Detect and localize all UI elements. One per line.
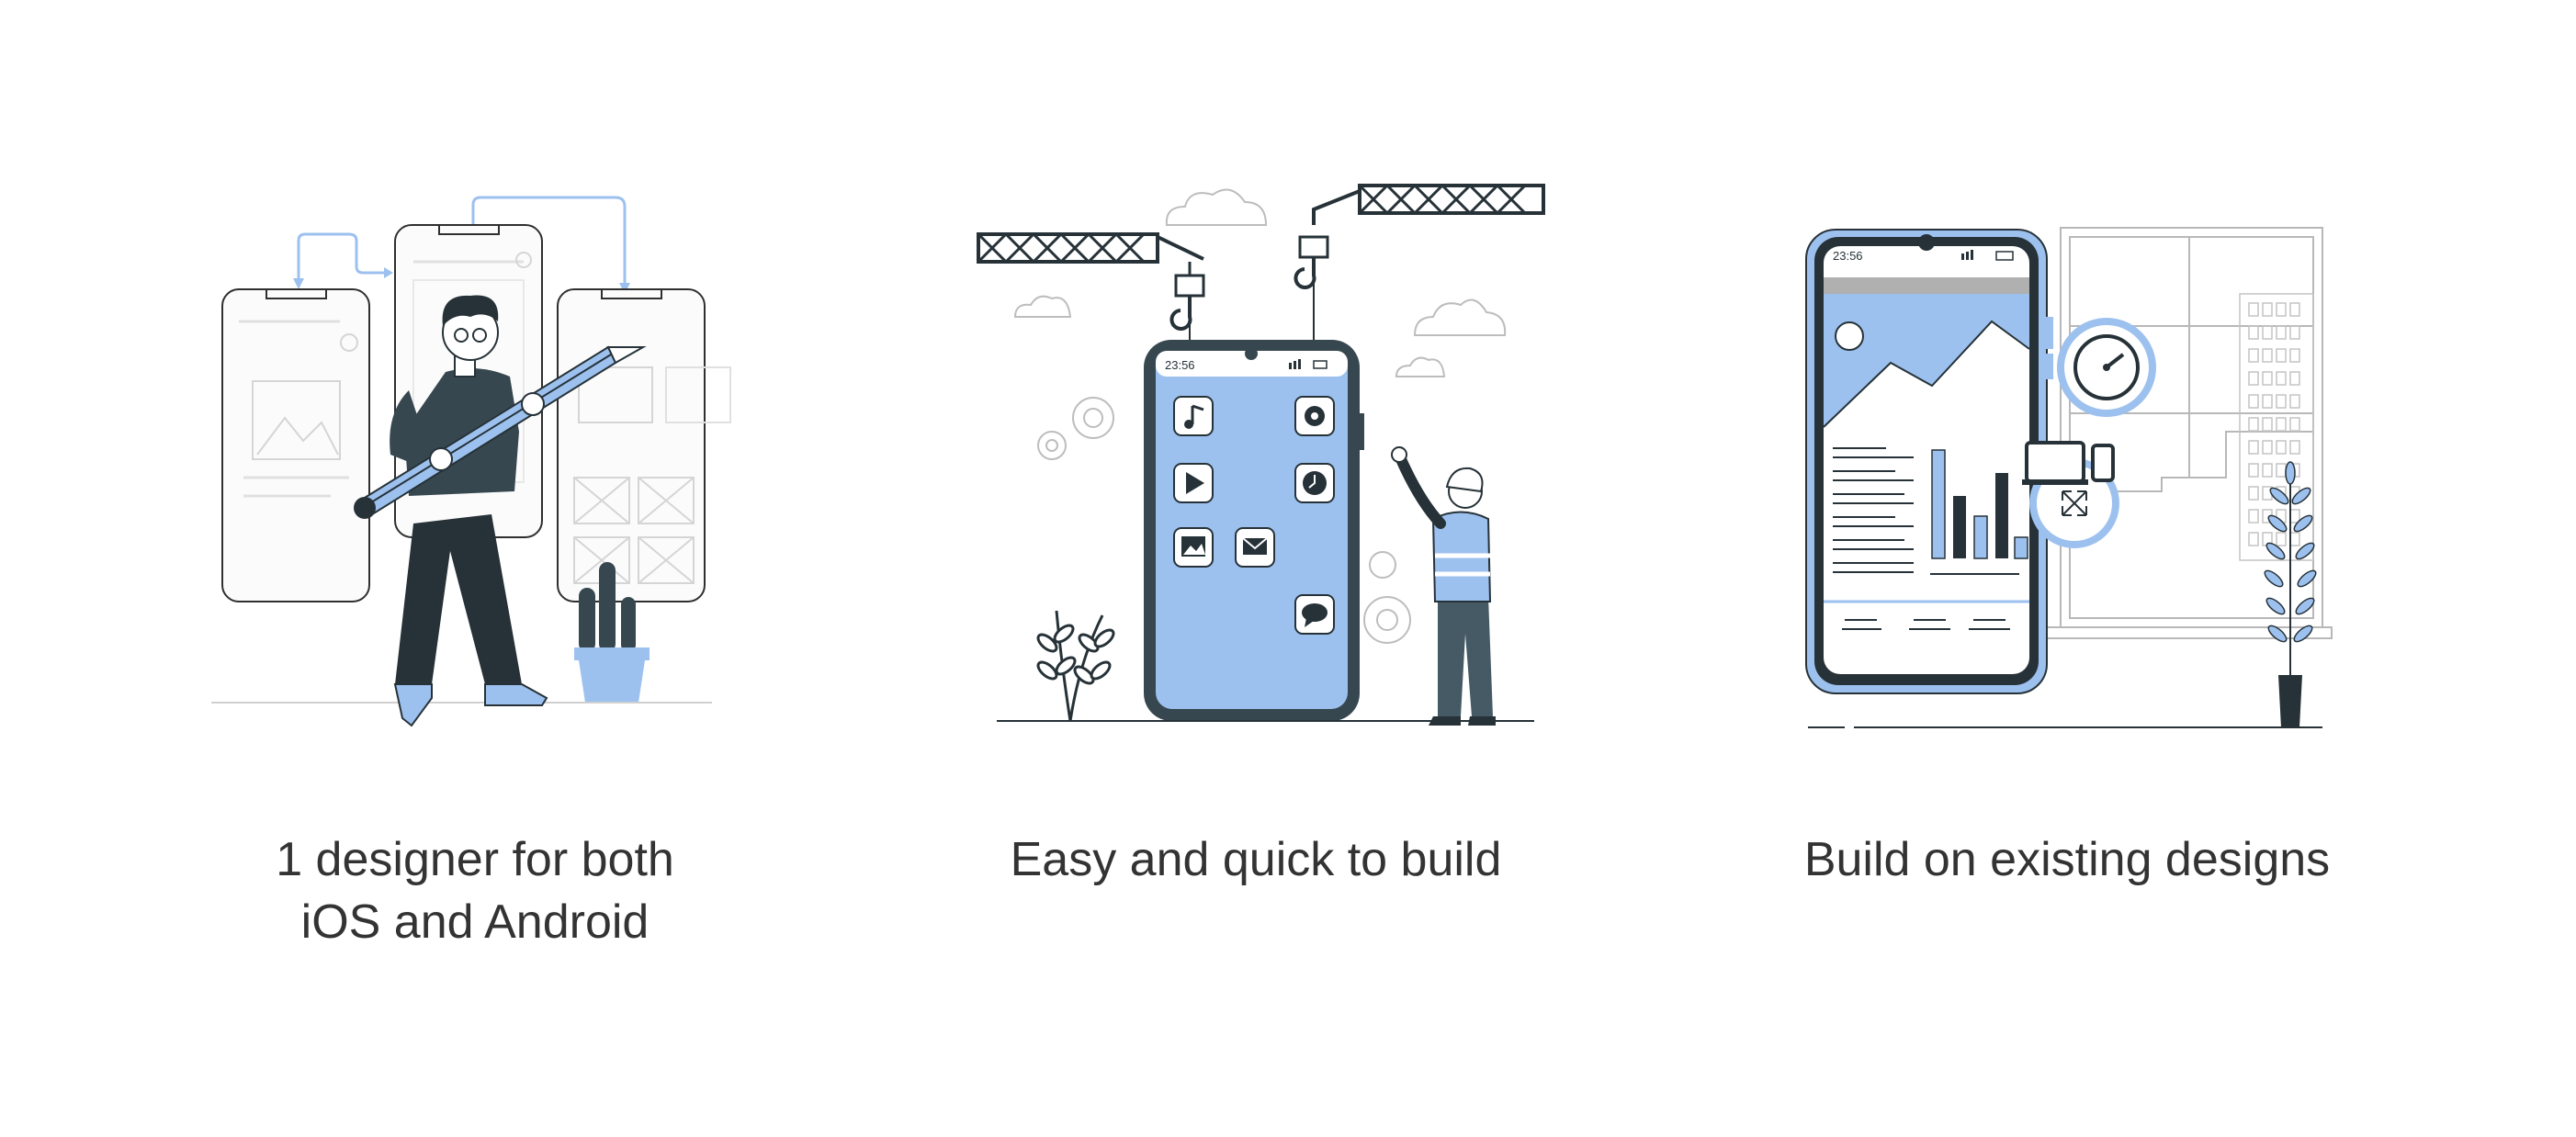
feature-caption: Build on existing designs <box>1638 828 2496 891</box>
leafy-plant <box>1036 610 1115 722</box>
responsive-devices-icon <box>2022 441 2119 548</box>
arrow-head <box>293 278 304 289</box>
wireframe-background <box>2046 227 2333 639</box>
designer-illustration <box>211 196 731 727</box>
image-icon <box>1173 527 1214 568</box>
caption-line: Easy and quick to build <box>1010 833 1502 886</box>
phone-time: 23:56 <box>1165 358 1195 372</box>
mail-icon <box>1235 527 1275 568</box>
cactus-plant <box>574 562 650 703</box>
construction-worker <box>1391 446 1496 726</box>
wireframe-screen-left <box>221 288 370 602</box>
caption-line: iOS and Android <box>300 895 650 949</box>
building-windows <box>2239 293 2314 561</box>
caption-line: Build on existing designs <box>1803 833 2331 886</box>
designer-person <box>354 295 647 727</box>
flow-arrow <box>297 232 390 285</box>
smartphone: 23:56 <box>1144 340 1364 721</box>
smartphone: 23:56 <box>1805 229 2053 694</box>
crane-right <box>1294 183 1545 395</box>
feature-designer: 1 designer for both iOS and Android <box>46 0 904 1137</box>
existing-design-illustration: 23:56 <box>1805 227 2333 728</box>
feature-build: 23:56 <box>827 0 1685 1137</box>
flow-arrow <box>471 196 627 289</box>
music-icon <box>1173 396 1214 436</box>
feature-caption: Easy and quick to build <box>827 828 1685 891</box>
build-illustration: 23:56 <box>977 183 1545 726</box>
feature-existing: 23:56 <box>1638 0 2496 1137</box>
camera-icon <box>1294 396 1335 436</box>
caption-line: 1 designer for both <box>276 833 674 886</box>
gear-icon <box>1037 397 1411 644</box>
crane-left <box>977 231 1205 349</box>
gauge-icon <box>2057 318 2156 417</box>
cloud-icon <box>1013 188 1507 377</box>
chat-icon <box>1294 594 1335 635</box>
play-icon <box>1173 463 1214 503</box>
potted-plant <box>2264 461 2317 727</box>
phone-time: 23:56 <box>1833 249 1863 263</box>
clock-icon <box>1294 463 1335 503</box>
wireframe-screen-right <box>557 288 706 602</box>
feature-caption: 1 designer for both iOS and Android <box>46 828 904 953</box>
